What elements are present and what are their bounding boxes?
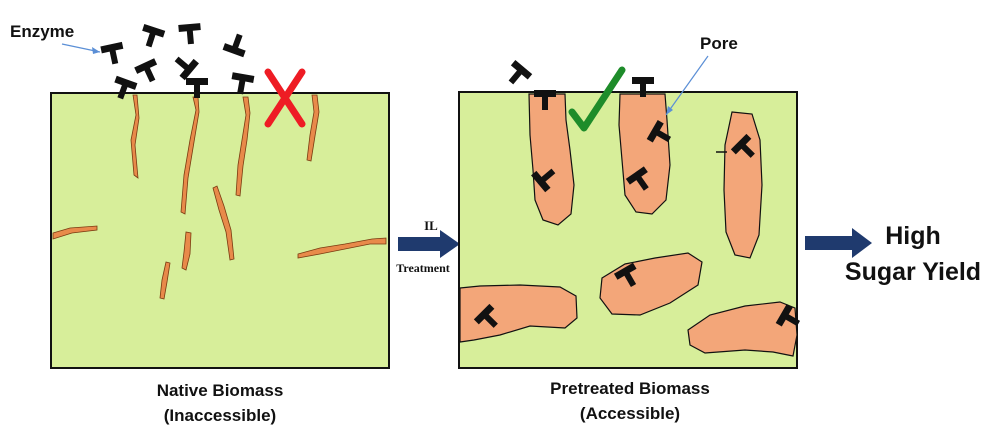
- enzyme-icon: [134, 58, 162, 85]
- native-biomass-panel: [51, 93, 389, 368]
- right-arrow-icon: [398, 230, 460, 258]
- enzyme-label: Enzyme: [10, 22, 74, 42]
- pore: [724, 112, 762, 258]
- enzyme-icon: [138, 24, 165, 50]
- pretreated-biomass-caption: Pretreated Biomass (Accessible): [500, 376, 760, 426]
- sugar-yield-label: High Sugar Yield: [838, 218, 988, 290]
- pretreated-biomass-title: Pretreated Biomass: [500, 376, 760, 401]
- pretreated-biomass-subtitle: (Accessible): [500, 401, 760, 426]
- native-biomass-caption: Native Biomass (Inaccessible): [100, 378, 340, 428]
- pore-label: Pore: [700, 34, 738, 54]
- enzyme-icon: [503, 60, 533, 89]
- native-biomass-title: Native Biomass: [100, 378, 340, 403]
- enzyme-icon: [100, 42, 126, 66]
- native-enzymes: [100, 23, 254, 102]
- sugar-yield-line2: Sugar Yield: [838, 254, 988, 290]
- enzyme-icon: [223, 31, 251, 57]
- treatment-label: Treatment: [386, 261, 460, 276]
- il-label: IL: [402, 218, 460, 234]
- native-biomass-subtitle: (Inaccessible): [100, 403, 340, 428]
- sugar-yield-line1: High: [838, 218, 988, 254]
- enzyme-icon: [170, 51, 199, 81]
- enzyme-icon: [178, 23, 202, 45]
- pore: [619, 94, 670, 214]
- enzyme-pointer-head: [92, 47, 100, 54]
